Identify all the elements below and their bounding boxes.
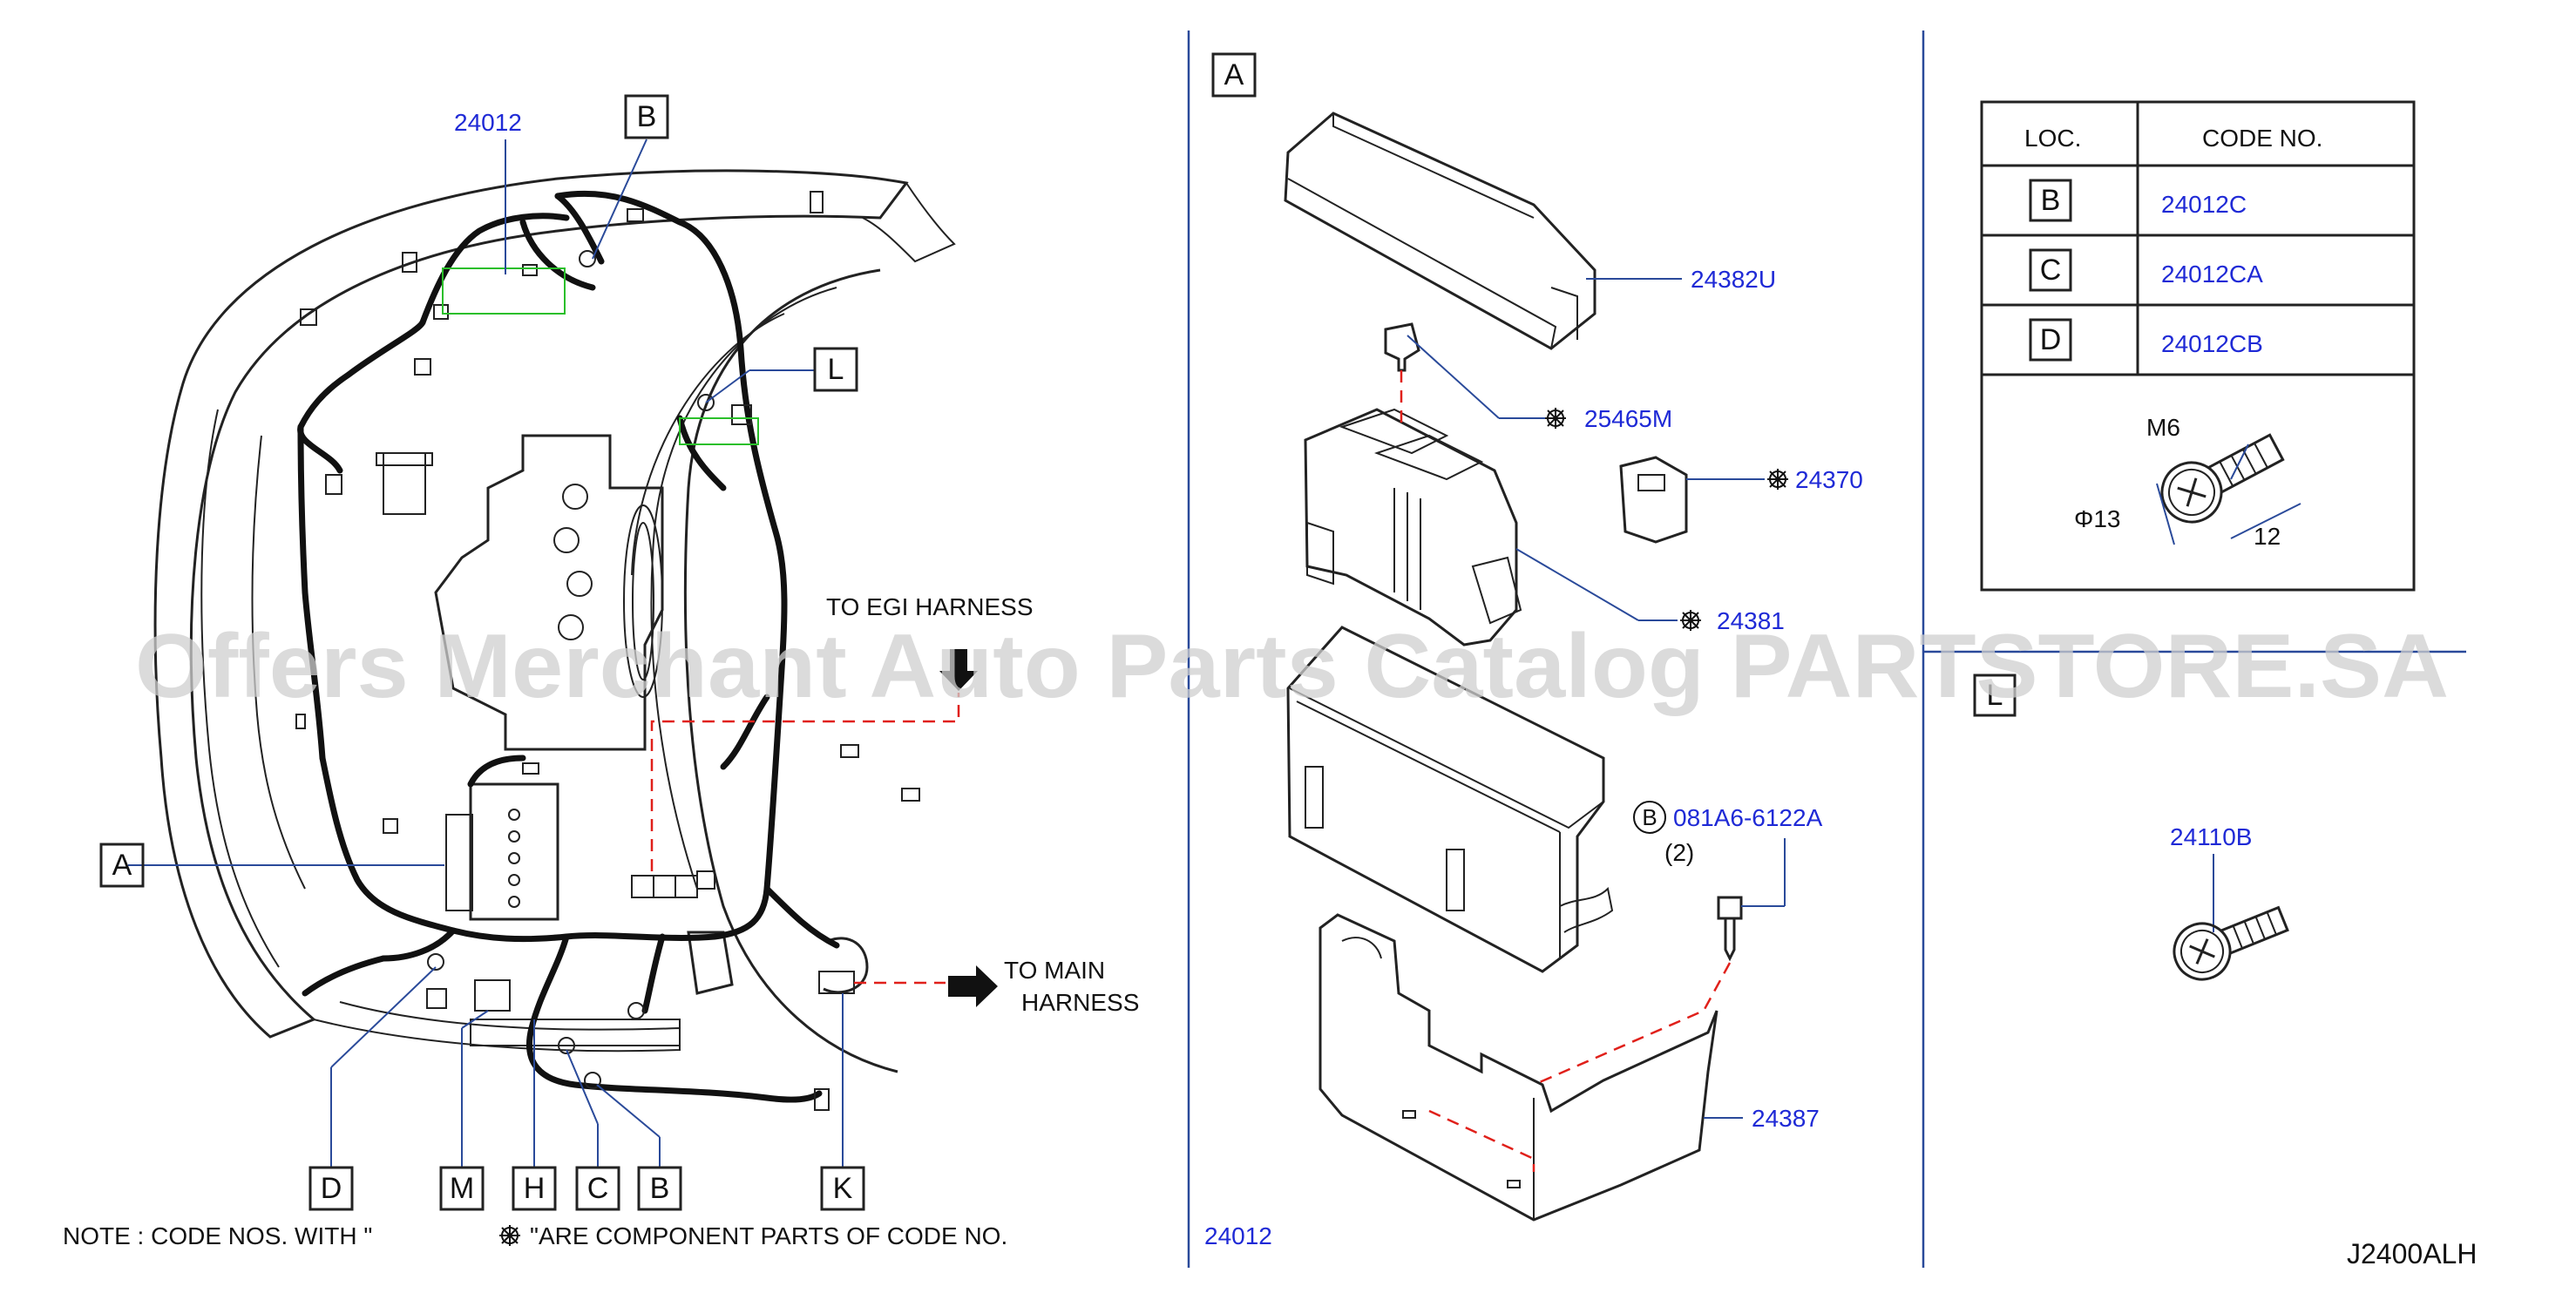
bolt-mark-b: B (1633, 801, 1666, 834)
main-harness-wire (319, 190, 788, 943)
callout-h[interactable]: H (512, 1166, 557, 1211)
main-harness-code[interactable]: 24012 (454, 109, 522, 136)
svg-text:K: K (833, 1172, 853, 1205)
bolt-spec-illustration (2156, 433, 2301, 545)
component-mark-icon (1767, 469, 1788, 490)
svg-text:B: B (1642, 804, 1657, 830)
to-main-label-1: TO MAIN (1004, 957, 1105, 984)
table-header-loc: LOC. (2024, 125, 2081, 152)
component-mark-icon (499, 1225, 520, 1246)
fuse-block-illustration (1284, 112, 1743, 1222)
svg-text:24012CB: 24012CB (2161, 330, 2263, 357)
svg-text:24012CA: 24012CA (2161, 261, 2263, 288)
svg-text:M: M (450, 1172, 474, 1205)
svg-text:D: D (321, 1172, 342, 1205)
svg-text:H: H (524, 1172, 546, 1205)
left-leader-lines (128, 139, 844, 1168)
part-bracket-code[interactable]: 24387 (1752, 1105, 1820, 1132)
part-bolt-code[interactable]: 081A6-6122A (1673, 804, 1823, 831)
svg-text:A: A (1224, 58, 1244, 91)
svg-text:L: L (828, 353, 844, 386)
part-bolt-qty: (2) (1664, 839, 1694, 866)
arrow-up-icon (939, 649, 978, 691)
to-main-label-2: HARNESS (1021, 989, 1139, 1016)
svg-text:D: D (2040, 323, 2062, 356)
bolt-thread-label: M6 (2146, 414, 2180, 441)
component-mark-icon (1545, 408, 1566, 429)
table-row[interactable]: C 24012CA (2029, 248, 2263, 292)
part-cover-code[interactable]: 24382U (1691, 266, 1776, 293)
svg-text:C: C (2040, 254, 2062, 287)
part-block-code[interactable]: 24381 (1717, 607, 1785, 634)
svg-text:24012C: 24012C (2161, 191, 2247, 218)
note-text-prefix: NOTE : CODE NOS. WITH " (63, 1222, 372, 1249)
svg-text:L: L (1987, 679, 2003, 712)
callout-c[interactable]: C (575, 1166, 620, 1211)
svg-text:C: C (587, 1172, 609, 1205)
engine-room-illustration (153, 169, 998, 1111)
part-fuse-code[interactable]: 25465M (1584, 405, 1672, 432)
svg-text:B: B (650, 1172, 670, 1205)
table-header-code: CODE NO. (2202, 125, 2322, 152)
part-relay-code[interactable]: 24370 (1795, 466, 1863, 493)
callout-b-top[interactable]: B (624, 94, 669, 139)
table-row[interactable]: B 24012C (2029, 179, 2247, 222)
section-l-bolt-code[interactable]: 24110B (2170, 823, 2252, 850)
arrow-right-icon (948, 965, 998, 1007)
flange-bolt-illustration (2173, 905, 2289, 981)
bolt-diameter-label: Φ13 (2074, 505, 2120, 532)
to-egi-harness-label: TO EGI HARNESS (826, 593, 1034, 620)
callout-d[interactable]: D (308, 1166, 354, 1211)
callout-b-bottom[interactable]: B (637, 1166, 682, 1211)
highlight-24012 (442, 267, 566, 315)
component-mark-icon (1680, 610, 1701, 631)
highlight-l (679, 417, 759, 445)
callout-a[interactable]: A (99, 843, 145, 888)
bolt-length-label: 12 (2254, 523, 2281, 550)
location-code-table (1980, 100, 2416, 592)
note-text-suffix: "ARE COMPONENT PARTS OF CODE NO. (530, 1222, 1007, 1249)
section-l-marker: L (1973, 674, 2017, 717)
callout-m[interactable]: M (439, 1166, 485, 1211)
svg-text:A: A (112, 849, 132, 882)
watermark: Offers Merchant Auto Parts Catalog PARTS… (135, 616, 2449, 717)
fuse-block-a (469, 782, 559, 921)
diagram-code: J2400ALH (2347, 1238, 2477, 1269)
middle-leader-lines (1407, 278, 1786, 1119)
section-a-marker: A (1211, 52, 1257, 98)
callout-k[interactable]: K (820, 1166, 865, 1211)
callout-l[interactable]: L (813, 347, 858, 392)
note-code[interactable]: 24012 (1204, 1222, 1272, 1249)
svg-text:B: B (2041, 184, 2061, 217)
table-row[interactable]: D 24012CB (2029, 318, 2263, 362)
svg-text:B: B (637, 100, 657, 133)
